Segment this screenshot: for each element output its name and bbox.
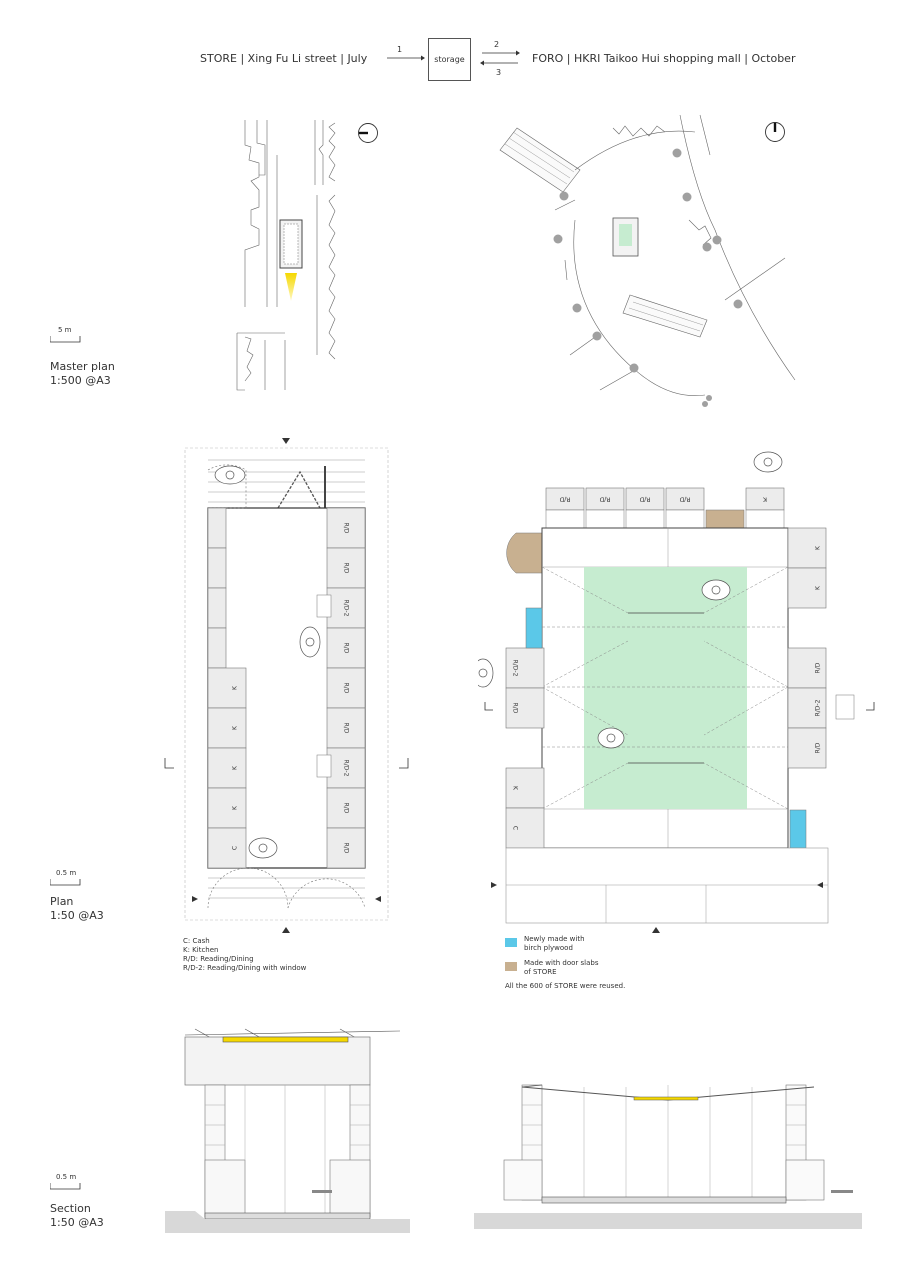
module-label: K (762, 496, 767, 503)
section-marker-icon (652, 927, 660, 933)
module-label: R/D-2 (815, 699, 822, 716)
section-marker-icon (375, 896, 381, 902)
storage-label: storage (434, 55, 465, 64)
module-label: K (232, 685, 239, 690)
module-label: K (232, 765, 239, 770)
module-label: R/D (599, 496, 610, 503)
section-marker-icon (192, 896, 198, 902)
module-label: K (232, 805, 239, 810)
store-location-label: STORE | Xing Fu Li street | July (200, 52, 368, 65)
store-master-plan (236, 120, 336, 391)
legend-door-text: of STORE (524, 968, 557, 976)
key-item: K: Kitchen (183, 946, 219, 954)
key-item: C: Cash (183, 937, 210, 945)
key-item: R/D: Reading/Dining (183, 955, 254, 963)
foro-location-label: FORO | HKRI Taikoo Hui shopping mall | O… (532, 52, 796, 65)
foro-section (474, 1084, 862, 1229)
legend-swatch-new (505, 938, 517, 947)
legend-new-text: birch plywood (524, 944, 573, 952)
arrow-label-3: 3 (496, 68, 502, 77)
module-label: R/D (343, 803, 350, 814)
module-label: R/D-2 (343, 760, 350, 777)
arrow-to-storage (387, 55, 425, 61)
module-label: K (815, 585, 822, 590)
module-label: R/D-2 (343, 600, 350, 617)
plan-scale: 1:50 @A3 (50, 909, 104, 922)
module-label: C (512, 826, 519, 830)
foro-master-plan (499, 114, 796, 407)
module-label: R/D (343, 563, 350, 574)
store-section (165, 1028, 410, 1233)
legend-swatch-door (505, 962, 517, 971)
arrow-label-1: 1 (397, 45, 403, 54)
plan-key: C: Cash K: Kitchen R/D: Reading/Dining R… (183, 937, 306, 973)
legend-note: All the 600 of STORE were reused. (505, 982, 626, 990)
module-label: R/D (639, 496, 650, 503)
plan-scale-label: 0.5 m (56, 869, 77, 877)
legend-door-text: Made with door slabs (524, 959, 599, 967)
module-label: K (232, 725, 239, 730)
master-plan-scale: 1:500 @A3 (50, 374, 111, 387)
arrow-label-2: 2 (494, 40, 500, 49)
module-label: C (232, 846, 239, 850)
section-scale-label: 0.5 m (56, 1173, 77, 1181)
storage-box: storage (428, 38, 471, 81)
arrows-storage-foro (480, 50, 520, 66)
north-arrow-icon (765, 122, 785, 142)
scale-bar (50, 1183, 81, 1190)
section-marker-icon (817, 882, 823, 888)
module-label: R/D (512, 703, 519, 714)
legend-new-text: Newly made with (524, 935, 585, 943)
module-label: R/D (343, 843, 350, 854)
module-label: R/D (815, 662, 822, 673)
module-label: R/D (343, 683, 350, 694)
section-marker-icon (491, 882, 497, 888)
module-label: R/D (343, 523, 350, 534)
module-label: R/D (815, 742, 822, 753)
key-item: R/D-2: Reading/Dining with window (183, 964, 307, 972)
section-marker-icon (282, 438, 290, 444)
master-plan-scale-label: 5 m (58, 326, 72, 334)
scale-bar (50, 336, 81, 343)
module-label: K (512, 786, 519, 791)
module-label: R/D (679, 496, 690, 503)
module-label: R/D-2 (512, 660, 519, 677)
section-marker-icon (282, 927, 290, 933)
section-scale: 1:50 @A3 (50, 1216, 104, 1229)
module-label: R/D (343, 723, 350, 734)
north-arrow-icon (358, 123, 378, 143)
plan-title: Plan (50, 895, 74, 908)
legend-door: Made with door slabs of STORE (524, 959, 598, 977)
section-title: Section (50, 1202, 91, 1215)
module-label: R/D (559, 496, 570, 503)
scale-bar (50, 879, 81, 886)
module-label: R/D (343, 643, 350, 654)
legend-new: Newly made with birch plywood (524, 935, 585, 953)
module-label: K (815, 545, 822, 550)
master-plan-title: Master plan (50, 360, 115, 373)
